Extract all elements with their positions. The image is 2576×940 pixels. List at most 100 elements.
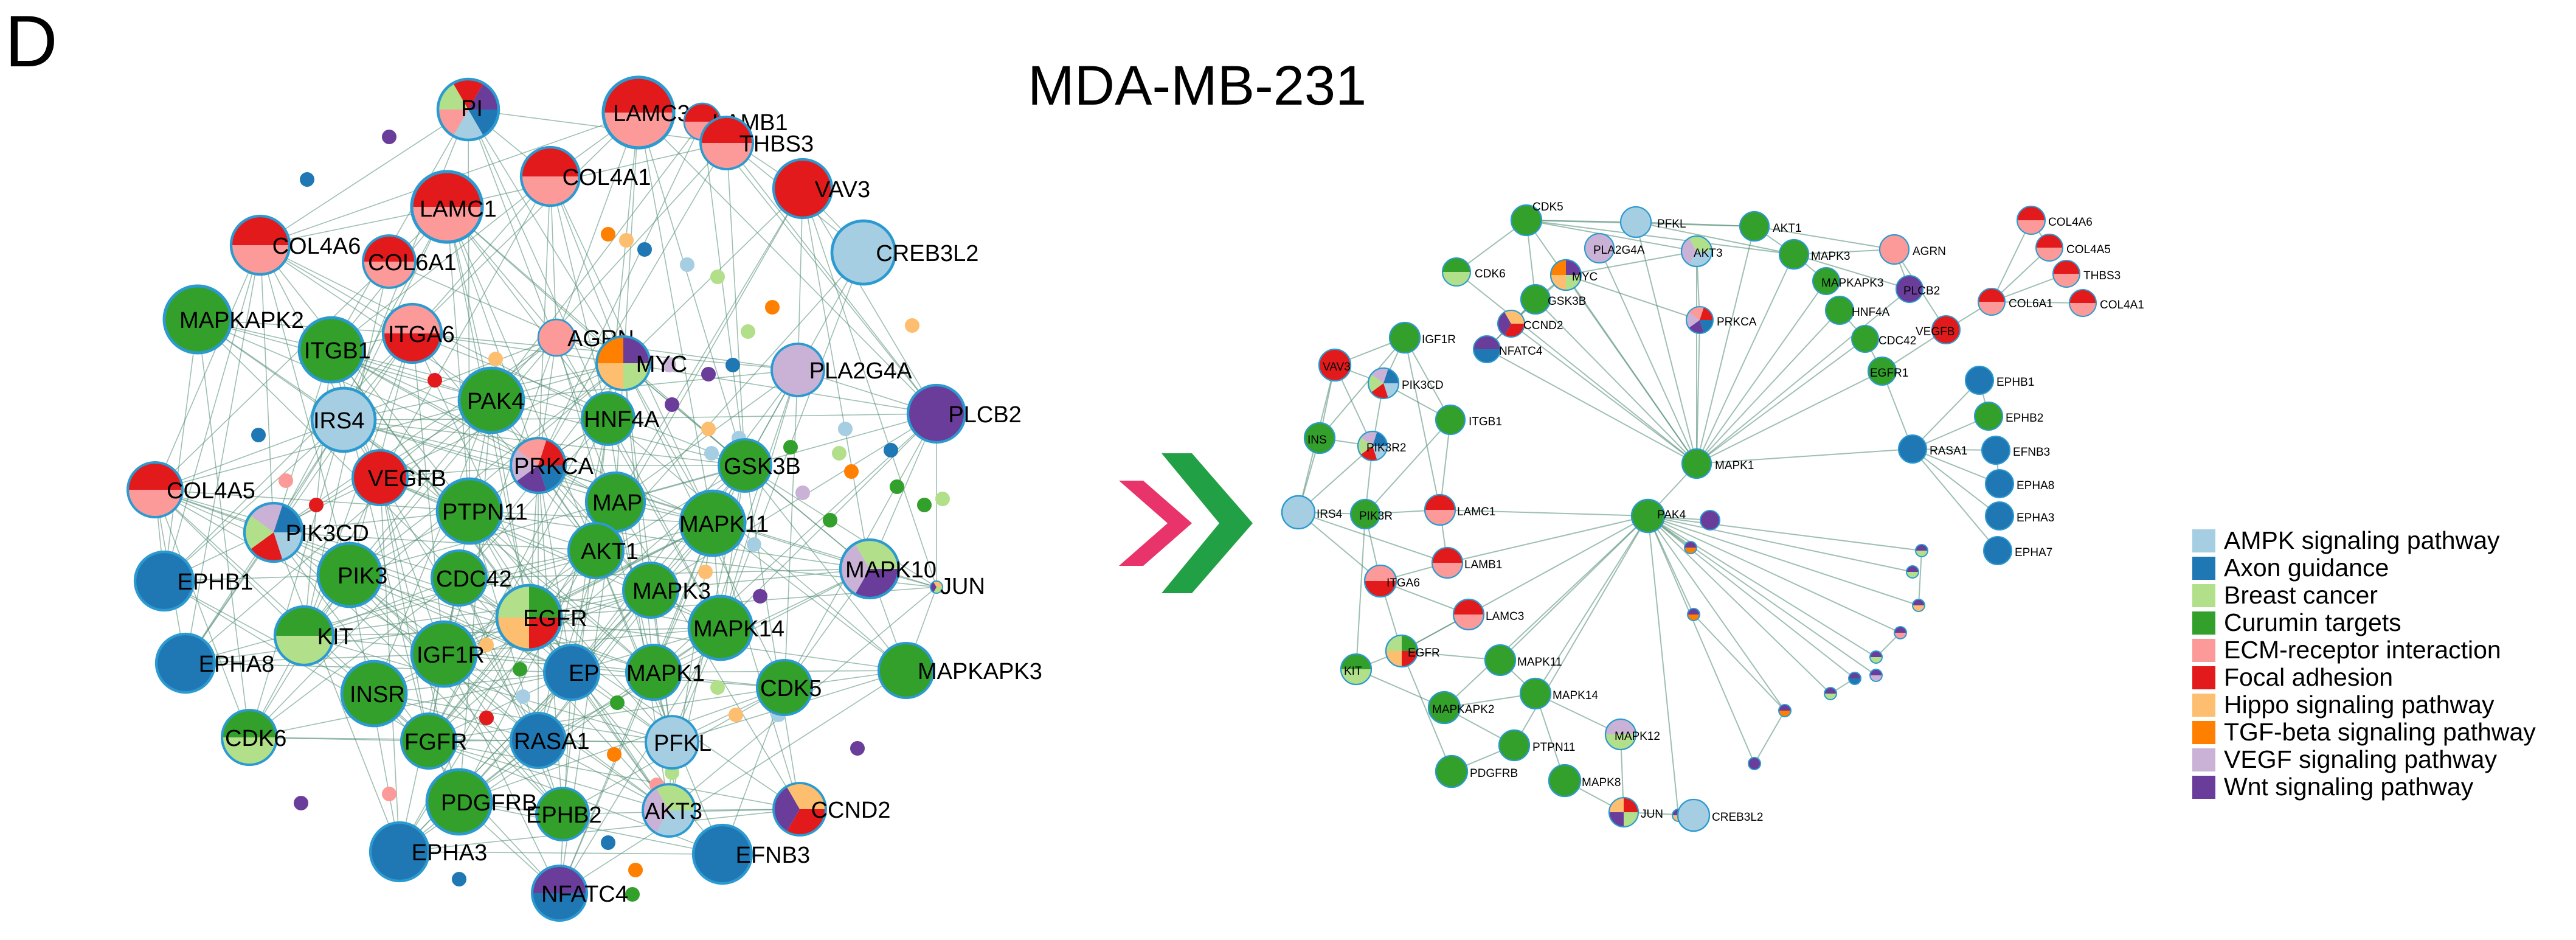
edge xyxy=(1298,512,1381,582)
edge xyxy=(1647,515,1913,573)
small-node xyxy=(1687,608,1700,621)
node-thbs3: THBS3 xyxy=(699,116,814,170)
legend-swatch xyxy=(2192,638,2215,662)
edge xyxy=(303,590,651,636)
node-slice xyxy=(741,325,755,338)
node-border xyxy=(362,234,417,289)
node-slice xyxy=(1341,654,1371,669)
node-slice xyxy=(1906,572,1919,578)
node-border xyxy=(1435,754,1469,789)
node-border xyxy=(436,77,500,142)
small-node xyxy=(628,863,643,877)
node-mapk1: MAPK1 xyxy=(1681,448,1754,479)
edge xyxy=(538,523,713,741)
node-pdgfrb: PDGFRB xyxy=(1435,754,1518,789)
node-slice xyxy=(726,358,739,372)
node-slice xyxy=(908,385,965,442)
small-node xyxy=(279,473,293,488)
node-slice xyxy=(766,301,779,314)
node-slice xyxy=(1432,563,1463,578)
node-slice xyxy=(529,585,561,618)
node-border xyxy=(154,632,216,694)
node-slice xyxy=(497,585,529,618)
node-border xyxy=(1867,356,1897,386)
node-slice xyxy=(521,147,580,176)
edge xyxy=(1696,288,1910,464)
node-border xyxy=(783,440,798,454)
edge xyxy=(608,413,937,419)
edge xyxy=(1696,371,1883,464)
small-node xyxy=(488,352,503,366)
edge xyxy=(1912,380,1980,450)
edge xyxy=(154,489,250,738)
node-border xyxy=(351,448,409,507)
node-akt1: AKT1 xyxy=(567,521,639,580)
node-label: INSR xyxy=(350,682,405,708)
small-node xyxy=(765,300,780,315)
edge xyxy=(412,333,746,466)
small-node xyxy=(382,787,396,801)
node-border xyxy=(382,787,396,801)
node-slice xyxy=(1689,320,1704,333)
edge xyxy=(273,532,597,551)
node-slice xyxy=(370,823,429,881)
node-label: COL6A1 xyxy=(368,250,457,276)
small-node xyxy=(832,446,847,461)
node-slice xyxy=(1684,548,1697,554)
node-akt3: AKT3 xyxy=(1680,235,1723,268)
edge xyxy=(1693,614,1785,711)
node-border xyxy=(662,358,676,372)
node-ephb1: EPHB1 xyxy=(1964,365,2034,395)
edge xyxy=(491,369,798,401)
node-slice xyxy=(312,388,375,451)
small-node xyxy=(795,486,810,500)
node-igf1r: IGF1R xyxy=(1388,321,1456,354)
node-border xyxy=(832,446,847,461)
node-label: INS xyxy=(1307,434,1327,447)
node-epha3: EPHA3 xyxy=(1984,501,2054,531)
node-label: MAPK1 xyxy=(626,661,705,686)
node-slice xyxy=(936,492,949,506)
node-ep: EP xyxy=(542,643,601,702)
node-border xyxy=(1604,718,1637,751)
node-slice xyxy=(1351,500,1380,529)
node-mapk10: MAPK10 xyxy=(839,538,937,600)
node-border xyxy=(1964,365,1995,395)
small-node xyxy=(1869,650,1883,664)
node-border xyxy=(479,711,494,725)
small-node xyxy=(452,872,466,886)
node-border xyxy=(381,302,443,364)
node-slice xyxy=(1849,678,1861,684)
node-slice xyxy=(1913,599,1925,605)
node-border xyxy=(884,443,898,458)
node-border xyxy=(1778,238,1810,270)
node-border xyxy=(300,172,314,187)
node-label: PDGFRB xyxy=(441,790,537,816)
node-gsk3b: GSK3B xyxy=(1520,284,1586,315)
small-node xyxy=(698,565,713,579)
node-slice xyxy=(1485,645,1515,675)
node-pdgfrb: PDGFRB xyxy=(425,768,537,836)
node-border xyxy=(795,486,810,500)
node-label: PAK4 xyxy=(1657,509,1686,521)
node-epha8: EPHA8 xyxy=(154,632,274,694)
node-slice xyxy=(1442,258,1470,272)
node-label: LAMC3 xyxy=(613,101,690,127)
node-label: LAMC1 xyxy=(1457,506,1495,518)
edge xyxy=(744,465,937,588)
edge xyxy=(491,142,727,401)
node-border xyxy=(1427,691,1461,725)
edge xyxy=(1404,337,1441,510)
figure-title: MDA-MB-231 xyxy=(1028,55,1367,117)
node-border xyxy=(1357,430,1388,462)
node-label: EP xyxy=(569,661,600,686)
node-slice xyxy=(459,368,524,433)
node-slice xyxy=(701,143,753,169)
node-border xyxy=(1869,650,1883,664)
edge xyxy=(1912,448,2000,484)
node-slice xyxy=(412,622,476,686)
node-slice xyxy=(353,450,407,505)
node-border xyxy=(126,461,184,519)
node-border xyxy=(725,358,740,372)
node-label: PTPN11 xyxy=(1532,741,1575,754)
